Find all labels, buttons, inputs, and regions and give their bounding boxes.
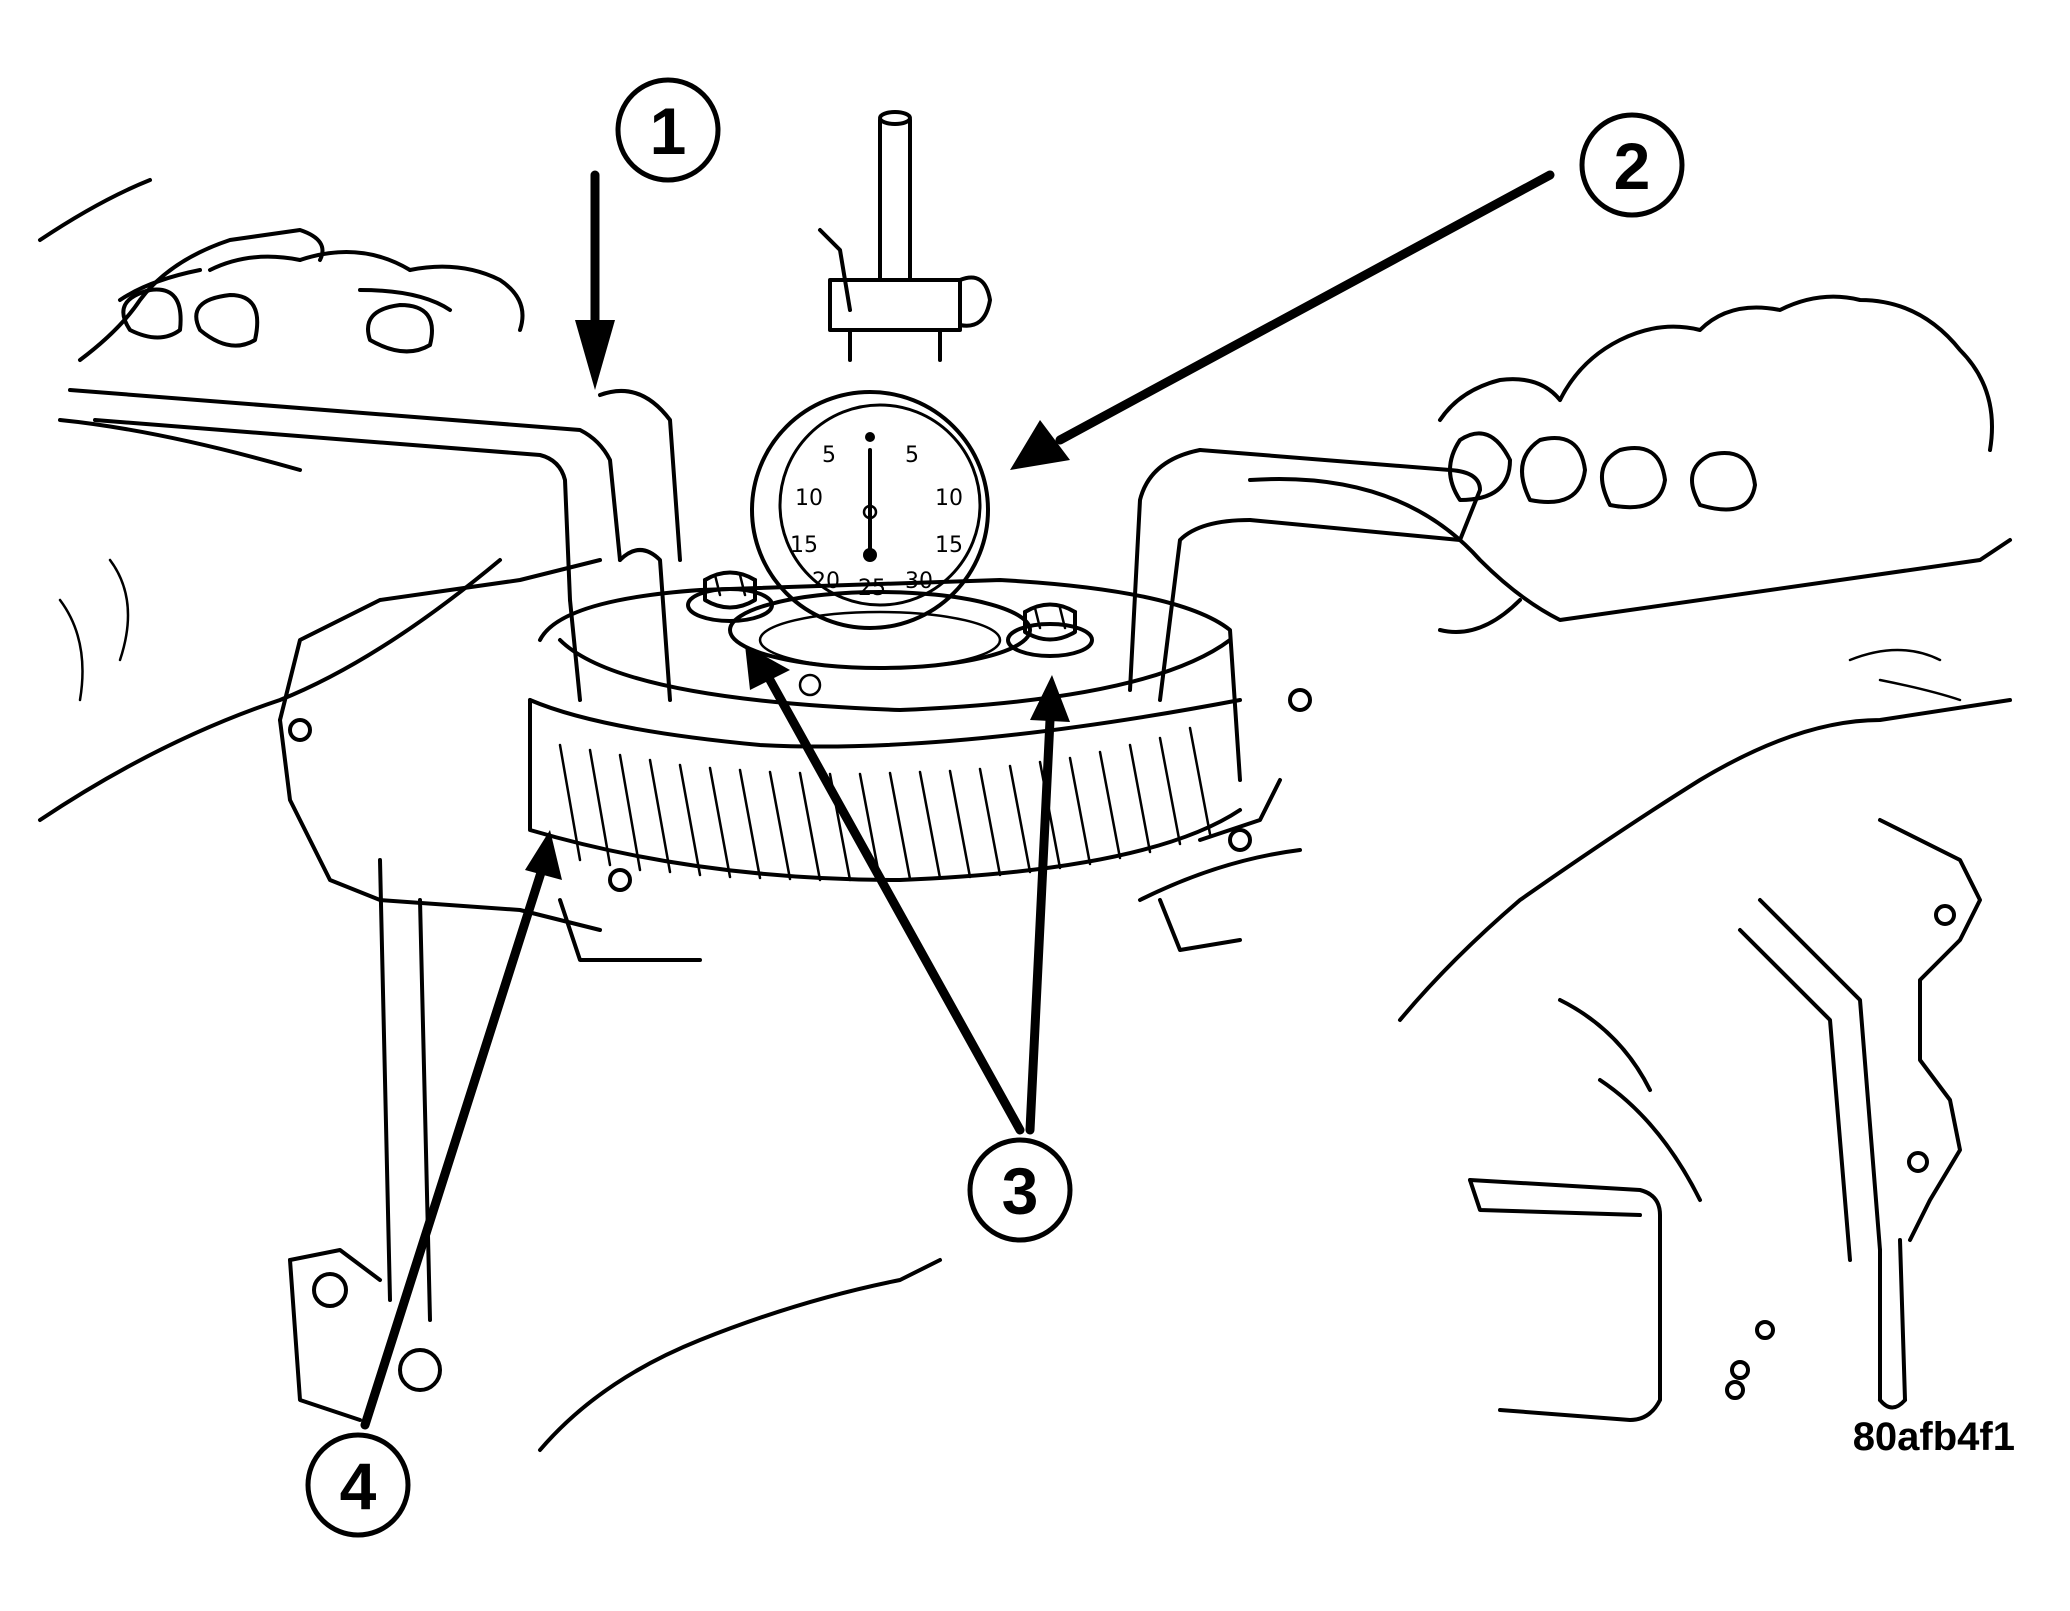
transmission-housing bbox=[278, 558, 1982, 1422]
bolt-right bbox=[1006, 602, 1094, 658]
right-arm bbox=[1248, 477, 2012, 1022]
callout-4-number: 4 bbox=[340, 1449, 377, 1523]
right-handle bbox=[1128, 448, 1482, 702]
callout-1-number: 1 bbox=[650, 94, 687, 168]
left-arm bbox=[38, 178, 502, 822]
lower-arm bbox=[538, 848, 1302, 1452]
dial-label-top-left: 5 bbox=[822, 443, 836, 468]
callout-2-number: 2 bbox=[1614, 129, 1651, 203]
dial-label-mid-left: 10 bbox=[795, 486, 823, 511]
leader-arrows bbox=[360, 170, 1555, 1430]
callout-3: 3 bbox=[967, 1137, 1073, 1243]
dial-label-mid-right: 10 bbox=[935, 486, 963, 511]
left-hand bbox=[78, 228, 525, 362]
dial-label-bottom-right: 30 bbox=[905, 569, 933, 594]
dial-label-low-right: 15 bbox=[935, 533, 963, 558]
right-hand bbox=[1438, 294, 1994, 512]
dial-indicator: 5 5 10 10 15 15 20 25 30 bbox=[750, 110, 992, 630]
gear-teeth bbox=[558, 726, 1212, 882]
callout-4: 4 bbox=[305, 1432, 411, 1538]
dial-label-bottom-left: 20 bbox=[812, 569, 840, 594]
dial-label-low-left: 15 bbox=[790, 533, 818, 558]
callout-2: 2 bbox=[1579, 112, 1685, 218]
dial-label-top-right: 5 bbox=[905, 443, 919, 468]
dial-label-bottom-center: 25 bbox=[858, 576, 886, 601]
bolt-left bbox=[686, 570, 774, 623]
callout-3-number: 3 bbox=[1002, 1154, 1039, 1228]
figure-id-label: 80afb4f1 bbox=[1853, 1415, 2015, 1459]
callout-1: 1 bbox=[615, 77, 721, 183]
